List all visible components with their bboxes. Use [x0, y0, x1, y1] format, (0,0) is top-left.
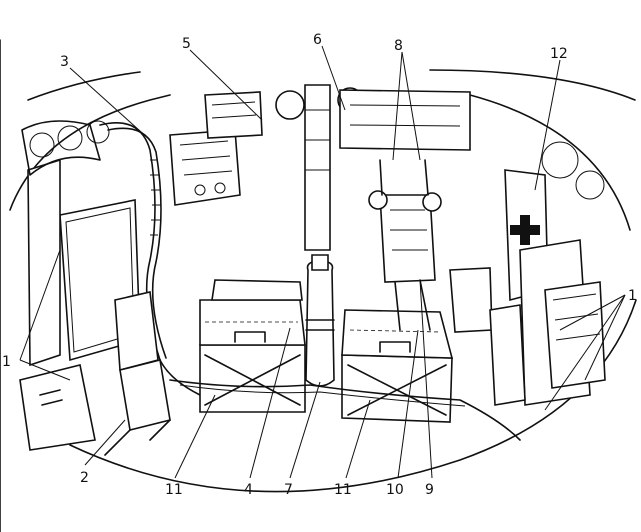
battery-left	[199, 279, 306, 413]
right-wall-panels	[489, 141, 606, 406]
callout-4: 4	[244, 482, 253, 498]
left-wall-panel	[19, 120, 141, 451]
callout-12: 12	[550, 46, 568, 62]
leader-lines	[19, 45, 626, 479]
callout-10: 10	[386, 482, 404, 498]
battery-right	[341, 309, 454, 423]
pedal-assembly	[368, 159, 493, 333]
callout-5: 5	[182, 36, 191, 52]
callout-8: 8	[394, 38, 403, 54]
callout-1-right: 1	[628, 288, 637, 304]
fire-extinguisher	[305, 254, 335, 387]
callout-9: 9	[425, 482, 434, 498]
floor-wiring	[169, 379, 521, 441]
callout-1-left: 1	[2, 354, 11, 370]
callout-11-right: 11	[334, 482, 352, 498]
control-box	[169, 91, 263, 206]
callout-6: 6	[313, 32, 322, 48]
callout-2: 2	[80, 470, 89, 486]
bracket-box	[104, 291, 171, 456]
center-column	[275, 84, 471, 251]
callout-7: 7	[284, 482, 293, 498]
callout-3: 3	[60, 54, 69, 70]
callout-labels: 1 1 2 3 4 5 6 7 8 9 10 11 11 12	[2, 32, 637, 498]
callout-11-left: 11	[165, 482, 183, 498]
